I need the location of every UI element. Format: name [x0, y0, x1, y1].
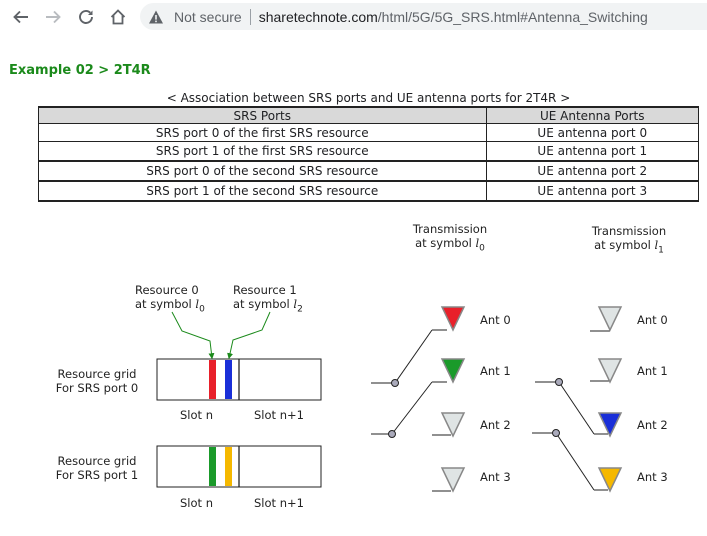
antenna-label: Ant 2 [480, 418, 511, 432]
home-icon[interactable] [107, 6, 129, 28]
tx-label-line2: at symbol l1 [584, 238, 674, 257]
browser-toolbar: Not secure sharetechnote.com/html/5G/5G_… [0, 0, 707, 33]
arrow-left-icon[interactable] [10, 6, 32, 28]
page-content: Example 02 > 2T4R < Association between … [0, 33, 707, 536]
antenna-icon [440, 412, 466, 438]
antenna-icon [440, 306, 466, 332]
table-row: SRS port 0 of the first SRS resource UE … [38, 123, 699, 142]
switch-group-l1 [532, 330, 610, 491]
table-cell: SRS port 0 of the first SRS resource [38, 123, 487, 142]
resource-label-line1: Resource 1 [233, 283, 297, 297]
column-header: SRS Ports [38, 106, 487, 124]
address-bar[interactable]: Not secure sharetechnote.com/html/5G/5G_… [140, 3, 707, 30]
table-row: SRS port 0 of the second SRS resource UE… [38, 160, 699, 182]
srs-symbol-blue [225, 360, 232, 399]
antenna-icon [597, 467, 623, 493]
slot-n1-label: Slot n+1 [254, 408, 304, 422]
tx-label-l1: Transmission at symbol l1 [584, 224, 674, 257]
antenna-label: Ant 0 [637, 313, 668, 327]
slot-n-label: Slot n [180, 408, 213, 422]
antenna-icon [597, 358, 623, 384]
tx-label-l0: Transmission at symbol l0 [405, 222, 495, 255]
table-cell: SRS port 1 of the second SRS resource [38, 180, 487, 202]
table-caption: < Association between SRS ports and UE a… [166, 91, 571, 105]
url-host[interactable]: sharetechnote.com [258, 8, 378, 25]
symbol-l: l [654, 238, 659, 252]
grid-label-port1: Resource grid For SRS port 1 [44, 454, 150, 482]
grid-label-line1: Resource grid [57, 454, 137, 468]
antenna-icon [440, 358, 466, 384]
srs-symbol-red [209, 360, 216, 399]
symbol-sub: 0 [479, 243, 485, 254]
slot-n-label: Slot n [180, 496, 213, 510]
table-cell: SRS port 0 of the second SRS resource [38, 160, 487, 182]
srs-symbol-yellow [225, 447, 232, 486]
association-table: SRS Ports UE Antenna Ports SRS port 0 of… [38, 106, 699, 202]
resource1-pointer [227, 311, 271, 360]
page-title: Example 02 > 2T4R [9, 63, 151, 78]
antenna-icon [597, 412, 623, 438]
table-row: SRS port 1 of the second SRS resource UE… [38, 180, 699, 202]
antenna-label: Ant 3 [637, 470, 668, 484]
tx-label-text: at symbol [594, 238, 651, 252]
srs-symbol-green [209, 447, 216, 486]
grid-label-line1: Resource grid [57, 367, 137, 381]
table-header-row: SRS Ports UE Antenna Ports [38, 106, 699, 124]
antenna-label: Ant 0 [480, 313, 511, 327]
symbol-sub: 1 [658, 245, 664, 256]
grid-label-line2: For SRS port 0 [55, 381, 139, 395]
table-cell: UE antenna port 2 [485, 160, 699, 182]
switch-group-l0 [371, 329, 451, 492]
antenna-label: Ant 1 [637, 364, 668, 378]
divider [249, 8, 251, 25]
resource-label-line2: at symbol l2 [233, 297, 303, 316]
symbol-sub: 0 [199, 304, 205, 315]
resource0-pointer [171, 311, 215, 360]
resource0-label: Resource 0 at symbol l0 [135, 283, 205, 316]
resource-label-text: at symbol [135, 297, 192, 311]
table-cell: UE antenna port 3 [485, 180, 699, 202]
tx-label-line1: Transmission [412, 222, 488, 236]
symbol-l: l [475, 236, 480, 250]
resource1-label: Resource 1 at symbol l2 [233, 283, 303, 316]
tx-label-text: at symbol [415, 236, 472, 250]
symbol-l: l [195, 297, 200, 311]
antenna-icon [440, 467, 466, 493]
slot-n1-label: Slot n+1 [254, 496, 304, 510]
url-path[interactable]: /html/5G/5G_SRS.html#Antenna_Switching [377, 8, 648, 25]
grid-label-line2: For SRS port 1 [55, 468, 139, 482]
column-header: UE Antenna Ports [485, 106, 699, 124]
reload-icon[interactable] [75, 6, 97, 28]
tx-label-line2: at symbol l0 [405, 236, 495, 255]
grid-label-port0: Resource grid For SRS port 0 [44, 367, 150, 395]
table-cell: UE antenna port 0 [485, 123, 699, 142]
arrow-right-icon[interactable] [42, 6, 64, 28]
antenna-icon [597, 306, 623, 332]
antenna-label: Ant 2 [637, 418, 668, 432]
symbol-l: l [293, 297, 298, 311]
antenna-switching-diagram [156, 306, 623, 493]
table-cell: UE antenna port 1 [485, 141, 699, 162]
table-cell: SRS port 1 of the first SRS resource [38, 141, 487, 162]
table-row: SRS port 1 of the first SRS resource UE … [38, 141, 699, 162]
antenna-label: Ant 1 [480, 364, 511, 378]
antenna-label: Ant 3 [480, 470, 511, 484]
resource-label-text: at symbol [233, 297, 290, 311]
tx-label-line1: Transmission [591, 224, 667, 238]
resource-label-line2: at symbol l0 [135, 297, 205, 316]
symbol-sub: 2 [297, 304, 303, 315]
warning-triangle-icon[interactable] [148, 9, 164, 25]
security-status[interactable]: Not secure [174, 8, 242, 25]
resource-label-line1: Resource 0 [135, 283, 199, 297]
